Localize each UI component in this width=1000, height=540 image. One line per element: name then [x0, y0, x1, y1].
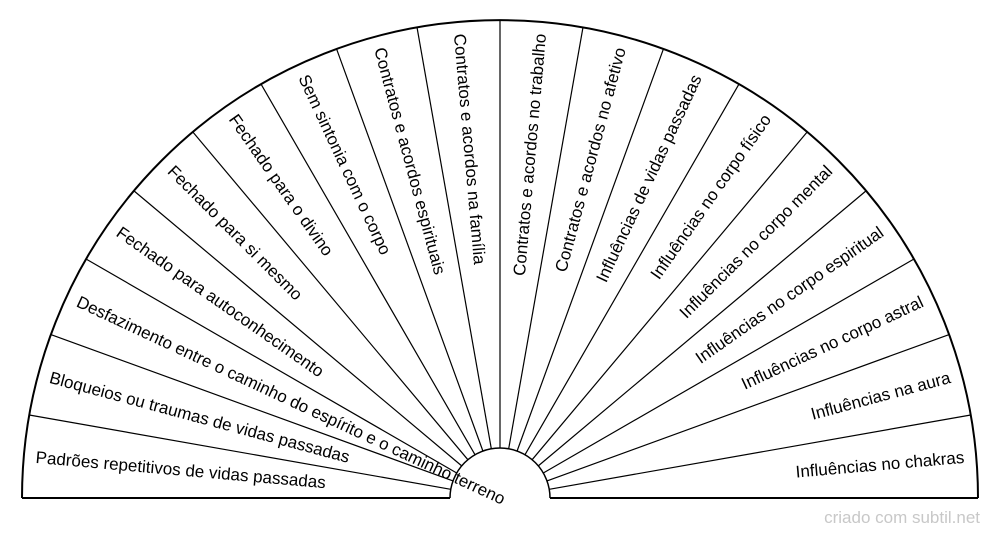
segment-divider: [50, 333, 454, 482]
segment-dividers: [29, 20, 971, 490]
segment-divider: [192, 131, 469, 461]
segment-divider: [531, 131, 808, 461]
segment-divider: [416, 27, 492, 449]
segment-divider: [29, 414, 451, 490]
segment-label: Padrões repetitivos de vidas passadas: [35, 448, 327, 492]
segment-divider: [508, 27, 584, 449]
segment-divider: [335, 48, 484, 452]
segment-divider: [546, 333, 950, 482]
segment-label: Influências no corpo espiritual: [692, 223, 887, 368]
segment-divider: [85, 258, 457, 474]
segment-divider: [543, 258, 915, 474]
segment-label: Influências no chakras: [795, 448, 965, 482]
segment-divider: [516, 48, 665, 452]
inner-arc: [449, 447, 551, 499]
outer-arc: [21, 19, 979, 499]
segment-label: Influências na aura: [809, 368, 953, 424]
segment-divider: [133, 190, 463, 467]
segment-divider: [537, 190, 867, 467]
segment-label: Contratos e acordos na família: [450, 33, 489, 266]
segment-divider: [260, 83, 476, 455]
credit-text: criado com subtil.net: [824, 508, 980, 527]
segment-label: Contratos e acordos no trabalho: [510, 33, 550, 277]
segment-divider: [549, 414, 971, 490]
segment-label: Influências no corpo mental: [676, 162, 836, 322]
segment-divider: [524, 83, 740, 455]
